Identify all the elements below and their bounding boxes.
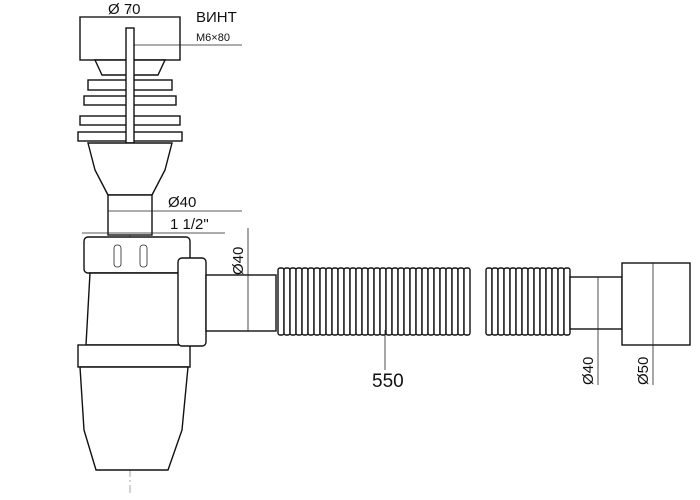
corrugated-hose-end xyxy=(485,267,571,336)
screw xyxy=(125,27,135,144)
dim-outlet-diameter: Ø40 xyxy=(168,194,196,211)
dim-end-outer-diameter: Ø50 xyxy=(635,357,652,385)
bottle-cup xyxy=(79,366,189,471)
dim-cap-diameter: Ø 70 xyxy=(108,1,141,18)
end-fitting xyxy=(569,276,623,330)
outlet-tube xyxy=(107,194,153,236)
siphon-body xyxy=(85,272,183,346)
funnel xyxy=(87,142,173,196)
dim-thread-size: 1 1/2" xyxy=(170,216,209,233)
corrugated-hose xyxy=(277,267,471,336)
screw-spec: М6×80 xyxy=(196,32,230,44)
dim-end-inner-diameter: Ø40 xyxy=(580,357,597,385)
side-pipe xyxy=(205,274,277,332)
dim-hose-length: 550 xyxy=(372,371,404,392)
bottom-ring xyxy=(77,344,191,368)
screw-label: ВИНТ xyxy=(196,9,237,26)
union-nut xyxy=(83,236,191,274)
side-nut xyxy=(177,257,207,347)
end-socket xyxy=(621,262,691,346)
dim-side-diameter: Ø40 xyxy=(230,247,247,275)
